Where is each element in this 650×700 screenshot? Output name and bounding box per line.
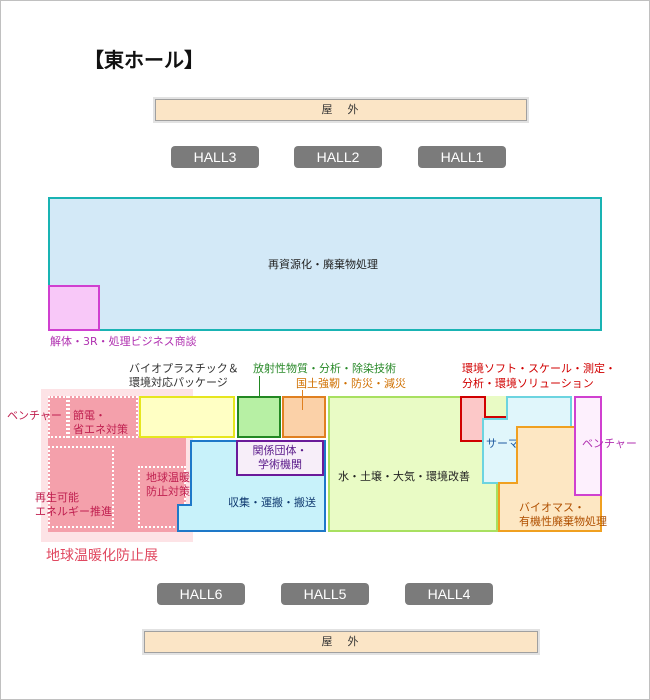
venture-left-label: ベンチャー [7,409,62,422]
zone-radioactive[interactable] [237,396,281,438]
page-title: 【東ホール】 [84,48,204,72]
disaster-leader [302,390,303,410]
hall-1[interactable]: HALL1 [418,146,506,168]
warming-exhibition-label: 地球温暖化防止展 [46,548,158,564]
hall-4[interactable]: HALL4 [405,583,493,605]
zone-venture-left[interactable] [48,396,68,438]
zone-dismantling[interactable] [48,285,100,331]
biomass-label-2: 有機性廃棄物処理 [519,515,607,528]
energy-saving-label-2: 省エネ対策 [73,423,128,436]
bioplastic-label-2: 環境対応パッケージ [129,376,228,389]
zone-dismantling-label: 解体・3R・処理ビジネス商談 [50,335,197,348]
zone-renewable[interactable] [48,446,114,528]
radioactive-label: 放射性物質・分析・除染技術 [253,362,396,375]
zone-recycling-label: 再資源化・廃棄物処理 [268,258,378,271]
zone-organizations[interactable] [236,440,324,476]
zone-collection-ext [177,504,192,532]
zone-energy-saving[interactable] [68,396,138,438]
hall-6[interactable]: HALL6 [157,583,245,605]
renewable-label-1: 再生可能 [35,491,79,504]
hall-5[interactable]: HALL5 [281,583,369,605]
energy-saving-label-1: 節電・ [73,409,106,422]
renewable-label-2: エネルギー推進 [35,505,112,518]
zone-bioplastic[interactable] [139,396,235,438]
zone-warming-measures[interactable] [138,466,186,528]
biomass-label-1: バイオマス・ [519,501,585,514]
outdoor-top: 屋 外 [155,99,527,121]
disaster-label: 国土強靭・防災・減災 [296,377,406,390]
zone-thermal-top [506,396,572,420]
collection-label: 収集・運搬・搬送 [228,496,316,509]
zone-warming-prevention[interactable] [48,396,138,532]
env-software-label-1: 環境ソフト・スケール・測定・ [462,362,616,375]
env-software-label-2: 分析・環境ソリューション [462,377,594,390]
hall-2[interactable]: HALL2 [294,146,382,168]
outdoor-bottom: 屋 外 [144,631,538,653]
hall-3[interactable]: HALL3 [171,146,259,168]
zone-env-software-notch [484,396,506,418]
zone-venture-right[interactable] [574,396,602,496]
radioactive-leader [259,376,260,396]
warming-measures-label-1: 地球温暖化 [146,471,201,484]
organizations-label-2: 学術機関 [258,458,302,471]
zone-recycling[interactable] [48,197,602,331]
zone-disaster[interactable] [282,396,326,438]
organizations-label-1: 関係団体・ [252,444,308,457]
warming-measures-label-2: 防止対策 [146,485,190,498]
bioplastic-label-1: バイオプラスチック＆ [129,362,239,375]
water-soil-label: 水・土壌・大気・環境改善 [338,470,470,483]
venture-right-label: ベンチャー [582,437,637,450]
